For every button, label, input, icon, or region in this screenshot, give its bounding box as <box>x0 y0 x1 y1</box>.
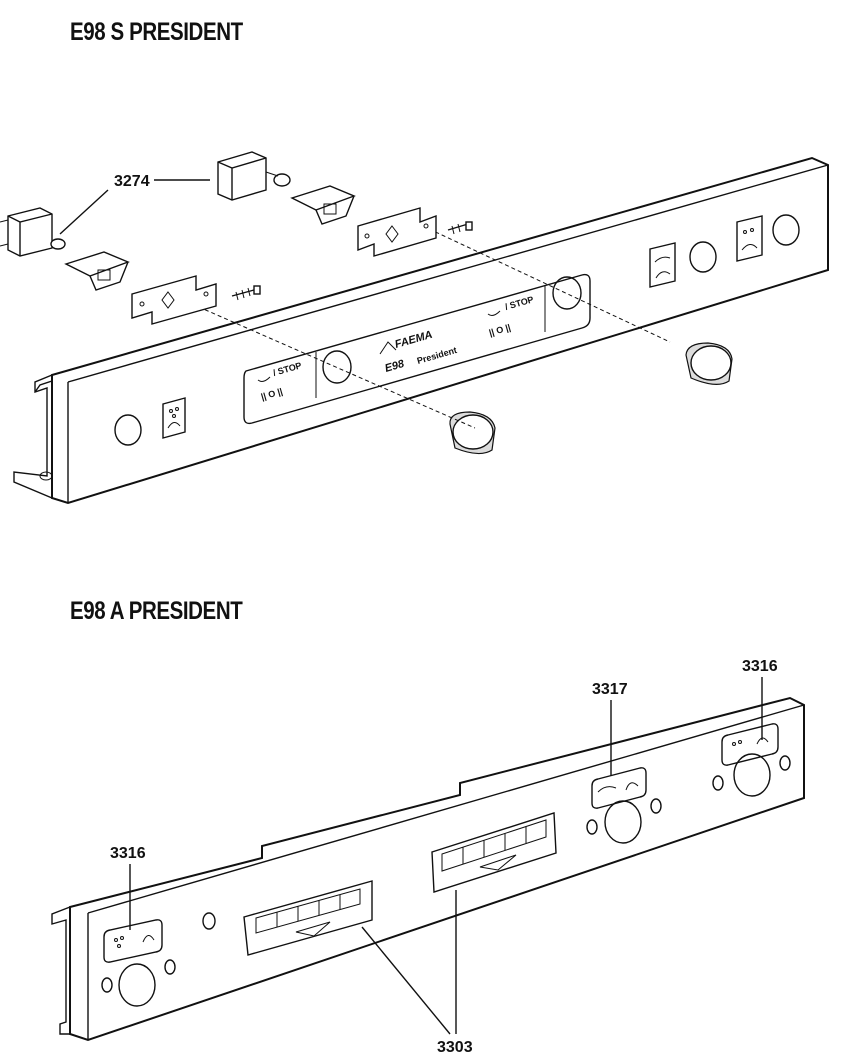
leader-line <box>361 926 451 1035</box>
callout-3303: 3303 <box>437 1039 473 1056</box>
screw-right <box>447 221 473 235</box>
screw-left <box>231 285 261 301</box>
model-label: E98 <box>384 358 407 375</box>
section-title-e98-a: E98 A PRESIDENT <box>70 597 243 625</box>
svg-text:|| O ||: || O || <box>260 386 284 402</box>
panel-hole <box>118 963 156 1007</box>
icon-plate-3317 <box>591 767 647 809</box>
panel-hole <box>114 414 142 446</box>
callout-3316-left: 3316 <box>110 845 146 862</box>
brand-label: FAEMA <box>394 329 434 351</box>
knob-cap-right <box>685 342 733 385</box>
switch-3274-right <box>217 151 291 201</box>
section-title-e98-s: E98 S PRESIDENT <box>70 18 243 46</box>
panel-hole <box>604 800 642 844</box>
switch-bracket-left <box>64 251 130 291</box>
switch-3274-left <box>0 207 66 257</box>
model-suffix-label: President <box>416 345 458 366</box>
panel-hole-small <box>650 798 662 814</box>
icon-plate-3316-left <box>103 919 163 963</box>
callout-3274: 3274 <box>114 173 150 190</box>
front-panel-e98-a <box>51 696 805 1042</box>
mounting-plate-right <box>357 207 437 257</box>
panel-hole <box>733 753 771 797</box>
mounting-plate-left <box>131 275 217 325</box>
panel-hole <box>772 214 800 246</box>
panel-hole <box>552 276 582 310</box>
hot-water-icon-plate-right <box>736 215 763 262</box>
callout-3316-right: 3316 <box>742 658 778 675</box>
callout-3317: 3317 <box>592 681 628 698</box>
svg-text:|| O ||: || O || <box>488 322 512 338</box>
steam-icon-plate <box>649 242 676 288</box>
alignment-line <box>159 289 476 429</box>
panel-hole-small <box>164 959 176 975</box>
panel-hole-small <box>202 912 216 930</box>
hot-water-icon-plate-left <box>162 397 186 439</box>
switch-bracket-right <box>290 185 356 225</box>
knob-cap-left <box>449 411 496 455</box>
e98-a-assembly: 3316 3317 3316 3303 <box>51 658 805 1056</box>
keypad-3303-left <box>243 880 373 956</box>
keypad-3303-right <box>431 812 557 893</box>
panel-hole <box>322 350 352 384</box>
front-panel-e98-s <box>13 156 829 505</box>
alignment-line <box>409 219 671 343</box>
panel-hole-small <box>586 819 598 835</box>
panel-hole <box>689 241 717 273</box>
leader-line <box>59 189 109 235</box>
panel-hole-small <box>101 977 113 993</box>
e98-s-assembly: / STOP || O || / STOP || O || FAEMA E98 … <box>0 151 829 505</box>
icon-plate-3316-right <box>721 723 779 766</box>
stop-label-right: / STOP <box>504 294 535 312</box>
panel-hole-small <box>712 775 724 791</box>
panel-hole-small <box>779 755 791 771</box>
